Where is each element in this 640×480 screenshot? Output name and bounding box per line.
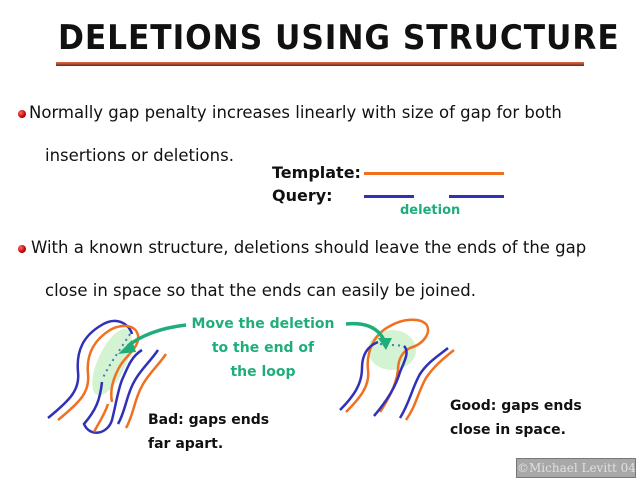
arrow-to-good — [345, 321, 386, 341]
template-label: Template: — [272, 163, 361, 182]
annotation-line-1: Move the deletion — [191, 316, 335, 332]
bullet-2-line-1: With a known structure, deletions should… — [31, 238, 587, 257]
bullet-1-line-1: Normally gap penalty increases linearly … — [29, 103, 562, 122]
bad-caption-line-1: Bad: gaps ends — [148, 412, 270, 428]
bullet-icon — [18, 245, 26, 253]
good-strand-blue-3 — [398, 347, 449, 419]
template-line — [364, 172, 504, 175]
arrow-head-good-icon — [378, 338, 392, 350]
bad-strand-orange-2 — [124, 353, 168, 429]
query-line-left — [364, 195, 414, 198]
title-underline — [56, 62, 584, 66]
query-line-right — [449, 195, 504, 198]
good-strand-orange-loop — [345, 318, 430, 413]
bad-strand-blue-4 — [116, 349, 160, 425]
good-caption-line-2: close in space. — [450, 422, 566, 438]
bad-gap-dotted — [101, 333, 131, 381]
bad-strand-orange-3 — [92, 403, 110, 433]
good-strand-blue-1 — [339, 340, 379, 411]
deletion-label: deletion — [400, 203, 461, 218]
bad-strand-orange-1 — [57, 324, 140, 421]
annotation-line-3: the loop — [230, 364, 296, 380]
good-caption-line-1: Good: gaps ends — [450, 398, 582, 414]
good-strand-orange-2 — [404, 349, 455, 421]
good-gap-dotted — [379, 343, 405, 347]
arrow-head-bad-icon — [118, 340, 136, 354]
bad-caption-line-2: far apart. — [148, 436, 224, 452]
bullet-2-line-2: close in space so that the ends can easi… — [45, 281, 476, 300]
bullet-icon — [18, 110, 26, 118]
annotation-line-2: to the end of — [211, 340, 315, 356]
slide-title: DELETIONS USING STRUCTURE — [58, 18, 620, 58]
bullet-1-line-2: insertions or deletions. — [45, 146, 234, 165]
good-strand-blue-2 — [373, 345, 408, 417]
query-label: Query: — [272, 186, 333, 205]
bad-strand-blue-1 — [47, 319, 134, 419]
copyright-credit: ©Michael Levitt 04 — [516, 458, 636, 478]
bad-strand-blue-2 — [82, 348, 143, 434]
